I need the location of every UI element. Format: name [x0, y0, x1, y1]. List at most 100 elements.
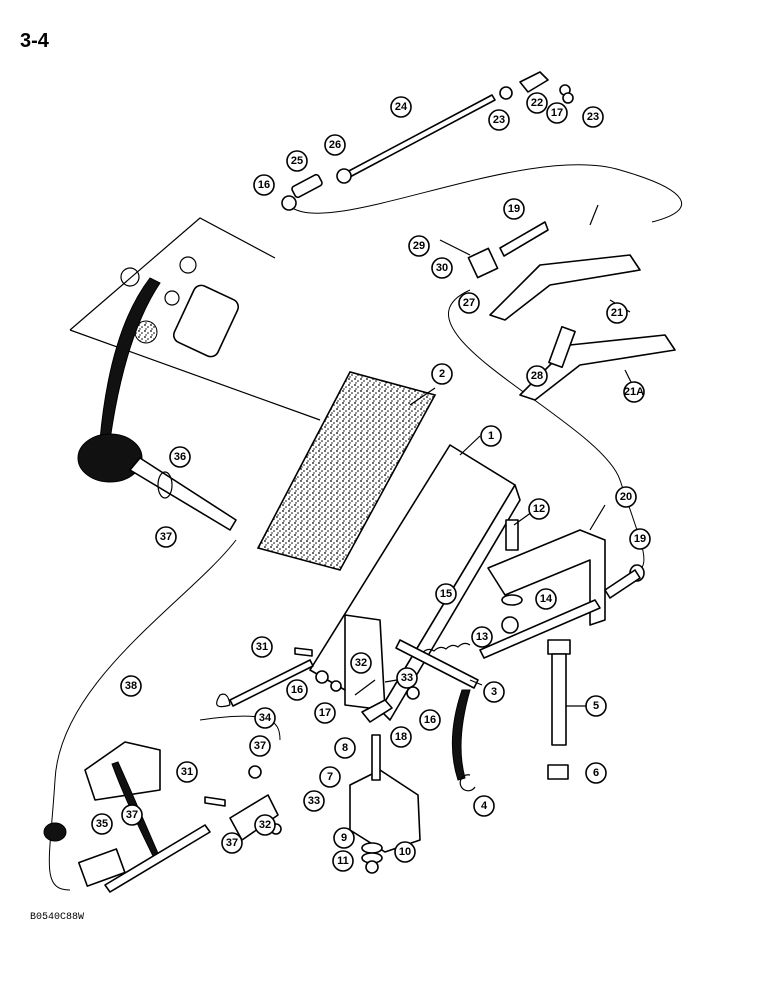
svg-text:19: 19 — [634, 533, 646, 545]
svg-text:19: 19 — [508, 203, 520, 215]
callout-26: 26 — [324, 134, 346, 156]
svg-text:29: 29 — [413, 240, 425, 252]
callout-5: 5 — [585, 695, 607, 717]
svg-text:20: 20 — [620, 491, 632, 503]
callout-32-b: 32 — [254, 814, 276, 836]
callout-8: 8 — [334, 737, 356, 759]
callout-35: 35 — [91, 813, 113, 835]
bolt-5 — [547, 639, 571, 655]
callout-25: 25 — [286, 150, 308, 172]
svg-text:33: 33 — [401, 672, 413, 684]
callout-20: 20 — [615, 486, 637, 508]
callout-28: 28 — [526, 365, 548, 387]
callout-23-b: 23 — [582, 106, 604, 128]
svg-text:17: 17 — [551, 107, 563, 119]
callout-23-a: 23 — [488, 109, 510, 131]
svg-text:15: 15 — [440, 588, 452, 600]
dashboard-panel — [69, 217, 321, 441]
cable-34 — [229, 659, 314, 707]
svg-text:30: 30 — [436, 262, 448, 274]
svg-text:21: 21 — [611, 307, 623, 319]
svg-text:3: 3 — [491, 686, 497, 698]
bracket-20 — [487, 529, 606, 626]
callout-33-b: 33 — [303, 790, 325, 812]
callout-19-a: 19 — [503, 198, 525, 220]
callout-16-a: 16 — [253, 174, 275, 196]
callout-16-c: 16 — [419, 709, 441, 731]
callout-4: 4 — [473, 795, 495, 817]
figure-code: B0540C88W — [30, 912, 85, 923]
lower-cable — [104, 824, 211, 893]
svg-text:10: 10 — [399, 846, 411, 858]
svg-text:26: 26 — [329, 139, 341, 151]
callout-18: 18 — [390, 726, 412, 748]
callout-7: 7 — [319, 766, 341, 788]
svg-text:24: 24 — [395, 101, 408, 113]
svg-text:12: 12 — [533, 503, 545, 515]
callout-32-a: 32 — [350, 652, 372, 674]
svg-text:37: 37 — [160, 531, 172, 543]
callout-24: 24 — [390, 96, 412, 118]
svg-text:16: 16 — [291, 684, 303, 696]
callout-37-d: 37 — [221, 832, 243, 854]
svg-text:31: 31 — [181, 766, 193, 778]
cable-upper — [284, 164, 683, 223]
callout-38: 38 — [120, 675, 142, 697]
svg-text:33: 33 — [308, 795, 320, 807]
callout-21a: 21A — [623, 381, 645, 403]
bracket-7 — [349, 769, 421, 853]
svg-text:32: 32 — [355, 657, 367, 669]
callout-27: 27 — [458, 292, 480, 314]
tread-pad — [256, 371, 437, 571]
callout-31-a: 31 — [251, 636, 273, 658]
callout-37-c: 37 — [121, 804, 143, 826]
callout-22: 22 — [526, 92, 548, 114]
callout-29: 29 — [408, 235, 430, 257]
svg-text:5: 5 — [593, 700, 599, 712]
callout-9: 9 — [333, 827, 355, 849]
callout-31-b: 31 — [176, 761, 198, 783]
svg-text:31: 31 — [256, 641, 268, 653]
svg-text:28: 28 — [531, 370, 543, 382]
callout-19-b: 19 — [629, 528, 651, 550]
svg-text:37: 37 — [226, 837, 238, 849]
callout-16-b: 16 — [286, 679, 308, 701]
svg-text:11: 11 — [337, 855, 349, 867]
callout-12: 12 — [528, 498, 550, 520]
callout-37-a: 37 — [155, 526, 177, 548]
callout-17-b: 17 — [314, 702, 336, 724]
svg-text:13: 13 — [476, 631, 488, 643]
callout-21: 21 — [606, 302, 628, 324]
callout-11: 11 — [332, 850, 354, 872]
svg-text:23: 23 — [587, 111, 599, 123]
callout-15: 15 — [435, 583, 457, 605]
callout-34: 34 — [254, 707, 276, 729]
callout-14: 14 — [535, 588, 557, 610]
svg-text:2: 2 — [439, 368, 445, 380]
svg-text:23: 23 — [493, 114, 505, 126]
svg-text:1: 1 — [488, 430, 494, 442]
svg-text:9: 9 — [341, 832, 347, 844]
svg-text:16: 16 — [424, 714, 436, 726]
svg-text:37: 37 — [254, 740, 266, 752]
svg-text:34: 34 — [259, 712, 272, 724]
callout-10: 10 — [394, 841, 416, 863]
svg-text:32: 32 — [259, 819, 271, 831]
svg-text:18: 18 — [395, 731, 407, 743]
svg-text:25: 25 — [291, 155, 303, 167]
svg-text:27: 27 — [463, 297, 475, 309]
cable-left — [48, 539, 237, 891]
callout-30: 30 — [431, 257, 453, 279]
svg-text:22: 22 — [531, 97, 543, 109]
svg-text:16: 16 — [258, 179, 270, 191]
svg-text:6: 6 — [593, 767, 599, 779]
svg-text:38: 38 — [125, 680, 137, 692]
callout-13: 13 — [471, 626, 493, 648]
svg-text:17: 17 — [319, 707, 331, 719]
page-number: 3-4 — [20, 30, 49, 52]
callout-3: 3 — [483, 681, 505, 703]
callout-37-b: 37 — [249, 735, 271, 757]
throttle-knob — [77, 433, 237, 531]
callout-2: 2 — [431, 363, 453, 385]
